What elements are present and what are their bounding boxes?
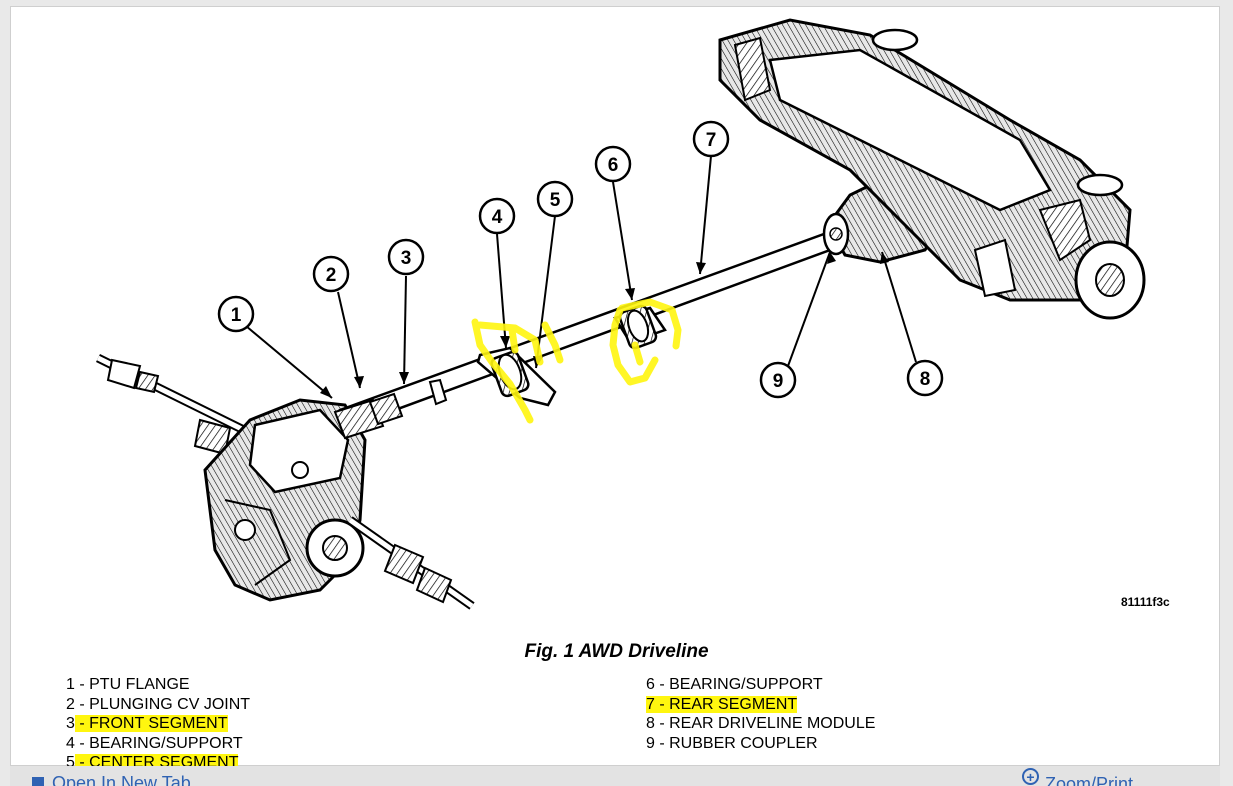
figure-caption: Fig. 1 AWD Driveline: [524, 641, 709, 662]
callout-2: 2: [312, 255, 350, 293]
figure-code: 81111f3c: [1121, 595, 1170, 609]
callout-5: 5: [536, 180, 574, 218]
svg-text:8: 8: [920, 369, 931, 390]
svg-text:3: 3: [401, 248, 412, 269]
highlighter-annotations: [471, 298, 682, 424]
svg-text:4: 4: [492, 207, 503, 228]
svg-text:1: 1: [231, 305, 242, 326]
callout-6: 6: [594, 145, 632, 183]
driveline-diagram: 1 2 3 4 5 6 7 8 9: [96, 18, 1146, 610]
callout-8: 8: [906, 359, 944, 397]
callout-4: 4: [478, 197, 516, 235]
legend-right-column: 6 - BEARING/SUPPORT 7 - REAR SEGMENT 8 -…: [646, 675, 875, 753]
legend-item-3: 3 - FRONT SEGMENT: [66, 715, 228, 732]
propeller-shaft: [333, 228, 843, 440]
callout-7: 7: [692, 120, 730, 158]
svg-text:7: 7: [706, 130, 717, 151]
bottom-toolbar: Open In New Tab + Zoom/Print: [10, 766, 1220, 786]
svg-text:5: 5: [550, 190, 561, 211]
center-bearing-support-6: [613, 304, 667, 350]
svg-text:6: 6: [608, 155, 619, 176]
zoom-print-link[interactable]: + Zoom/Print: [1022, 768, 1133, 786]
legend-item-7: 7 - REAR SEGMENT: [646, 695, 875, 715]
open-in-new-tab-link[interactable]: Open In New Tab: [32, 773, 191, 786]
legend-item-8: 8 - REAR DRIVELINE MODULE: [646, 715, 876, 732]
legend-item-4: 4 - BEARING/SUPPORT: [66, 734, 243, 752]
svg-text:2: 2: [326, 265, 337, 286]
center-bearing-support-4: [476, 346, 557, 407]
rear-cradle: [718, 18, 1146, 320]
legend-item-2: 2 - PLUNGING CV JOINT: [66, 695, 251, 713]
leader-arrowheads: [320, 252, 889, 398]
callout-3: 3: [387, 238, 425, 276]
highlight-mark: - FRONT SEGMENT: [74, 715, 228, 732]
svg-text:9: 9: [773, 371, 784, 392]
legend-item-9: 9 - RUBBER COUPLER: [646, 734, 818, 752]
highlight-mark: 7 - REAR SEGMENT: [646, 695, 798, 713]
legend-item-6: 6 - BEARING/SUPPORT: [646, 676, 823, 693]
legend-item-1: 1 - PTU FLANGE: [66, 676, 190, 693]
callout-1: 1: [217, 295, 255, 333]
new-tab-icon: [32, 777, 44, 786]
callout-9: 9: [759, 361, 797, 399]
right-halfshaft: [347, 516, 475, 610]
legend-left-column: 1 - PTU FLANGE 2 - PLUNGING CV JOINT 3 -…: [66, 675, 250, 773]
zoom-icon: +: [1022, 768, 1039, 785]
transaxle-ptu: [203, 398, 367, 602]
